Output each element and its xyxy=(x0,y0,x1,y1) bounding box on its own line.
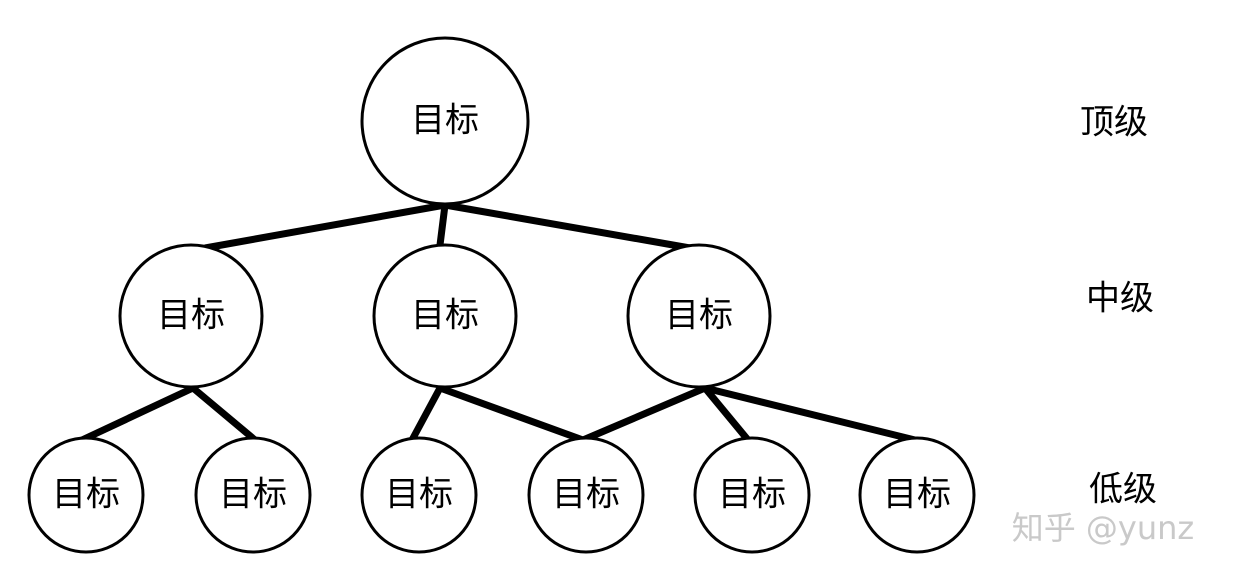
node-mid-1-circle xyxy=(118,243,264,389)
node-low-2-label: 目标 xyxy=(219,475,287,515)
edge-mid2-low4 xyxy=(438,384,585,444)
node-low-5-circle xyxy=(693,436,811,554)
watermark: 知乎 @yunz xyxy=(1012,509,1194,547)
node-top: 目标 xyxy=(360,36,530,206)
edges xyxy=(80,201,916,444)
node-low-1-circle xyxy=(27,436,145,554)
node-low-3-label: 目标 xyxy=(385,475,453,515)
node-low-6-circle xyxy=(858,436,976,554)
edge-top-mid3 xyxy=(444,201,691,252)
edge-mid1-low2 xyxy=(190,385,258,443)
node-low-3-circle xyxy=(360,436,478,554)
level-label-top: 顶级 xyxy=(1080,103,1148,143)
node-mid-3-circle xyxy=(626,243,772,389)
node-mid-3: 目标 xyxy=(626,243,772,389)
node-low-4-circle xyxy=(527,436,645,554)
edge-mid1-low1 xyxy=(80,384,195,444)
node-mid-2-circle xyxy=(372,243,518,389)
level-label-middle: 中级 xyxy=(1086,279,1154,319)
node-low-5: 目标 xyxy=(693,436,811,554)
level-label-low: 低级 xyxy=(1089,470,1157,510)
edge-mid2-low3 xyxy=(408,386,444,442)
edge-mid3-low4 xyxy=(581,384,707,444)
node-top-label: 目标 xyxy=(411,101,479,141)
node-low-5-label: 目标 xyxy=(718,475,786,515)
node-low-1: 目标 xyxy=(27,436,145,554)
node-low-4: 目标 xyxy=(527,436,645,554)
node-low-2-circle xyxy=(194,436,312,554)
node-mid-1: 目标 xyxy=(118,243,264,389)
node-mid-2: 目标 xyxy=(372,243,518,389)
node-low-3: 目标 xyxy=(360,436,478,554)
node-mid-2-label: 目标 xyxy=(411,296,479,336)
edge-top-mid2 xyxy=(436,204,449,246)
node-top-circle xyxy=(360,36,530,206)
node-low-6-label: 目标 xyxy=(883,475,951,515)
node-low-4-label: 目标 xyxy=(552,475,620,515)
edge-mid3-low6 xyxy=(704,384,916,444)
node-low-1-label: 目标 xyxy=(52,475,120,515)
node-low-6: 目标 xyxy=(858,436,976,554)
edge-mid3-low5 xyxy=(702,385,751,443)
node-mid-3-label: 目标 xyxy=(665,296,733,336)
node-mid-1-label: 目标 xyxy=(157,296,225,336)
node-low-2: 目标 xyxy=(194,436,312,554)
edge-top-mid1 xyxy=(204,201,446,252)
